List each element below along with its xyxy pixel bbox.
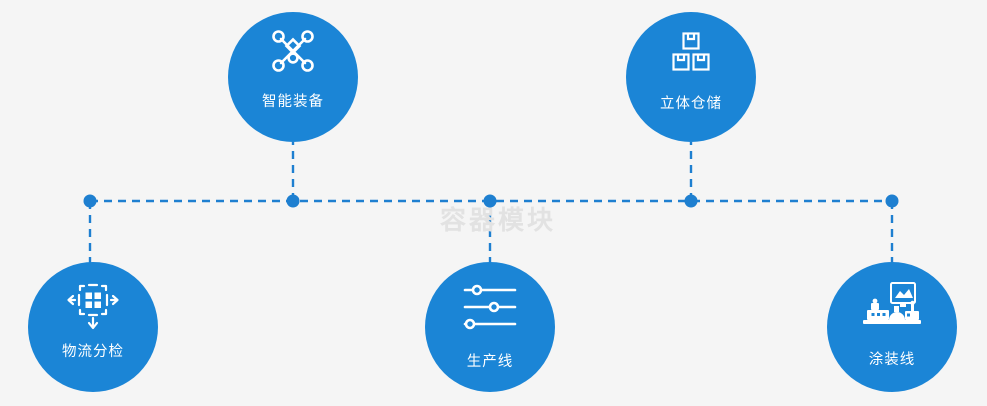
node-label-painting-line: 涂装线 [868,352,916,368]
junction-dot[interactable] [684,194,698,208]
junction-dot[interactable] [885,194,899,208]
network-nodes-icon [272,30,314,72]
node-intelligent-equipment[interactable]: 智能装备 [228,12,358,142]
stacked-boxes-icon [672,32,710,71]
node-stereoscopic-warehouse[interactable]: 立体仓储 [626,12,756,142]
watermark-text: 容器模块 [440,205,557,235]
sliders-icon [463,284,517,330]
node-label-intelligent-equipment: 智能装备 [262,94,324,110]
node-painting-line[interactable]: 涂装线 [827,262,957,392]
node-logistics-sorting[interactable]: 物流分检 [28,262,158,392]
junction-dot[interactable] [83,194,97,208]
node-label-production-line: 生产线 [466,354,514,370]
junction-dot[interactable] [483,194,497,208]
node-label-logistics-sorting: 物流分检 [62,344,124,360]
node-production-line[interactable]: 生产线 [425,262,555,392]
factory-machine-icon [863,282,921,324]
node-label-stereoscopic-warehouse: 立体仓储 [660,96,722,112]
sorting-distribute-icon [67,283,119,330]
junction-dot[interactable] [286,194,300,208]
